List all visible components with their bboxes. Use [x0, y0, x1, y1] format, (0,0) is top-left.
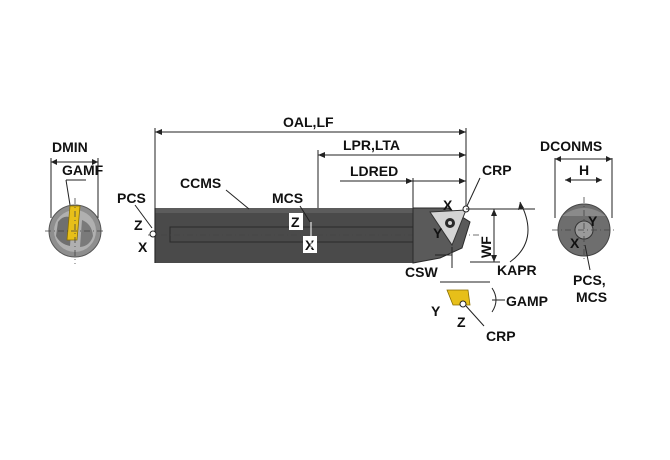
- pcs-mcs-label-line2: MCS: [576, 289, 607, 305]
- left-end-view: DMIN GAMF: [45, 139, 105, 264]
- dconms-label: DCONMS: [540, 138, 602, 154]
- pcs-mcs-leader: [584, 244, 591, 271]
- arrow-icon: [565, 177, 571, 183]
- detail-crp-marker: [459, 300, 467, 308]
- ccms-leader: [225, 189, 250, 210]
- ccms-label: CCMS: [180, 175, 221, 191]
- mcs-z-axis: Z: [291, 214, 300, 230]
- mcs-leader: [299, 205, 311, 223]
- arrow-icon: [459, 178, 466, 184]
- csw-label: CSW: [405, 264, 438, 280]
- head-y-axis: Y: [433, 225, 443, 241]
- insert-detail: GAMP Y Z CRP: [431, 281, 548, 344]
- insert-screw-center: [448, 221, 452, 225]
- mcs-x-axis: X: [305, 237, 315, 253]
- mcs-z-box: [289, 213, 303, 230]
- end-view-flute: [80, 220, 93, 247]
- tool-shank: [155, 208, 413, 263]
- end-y-axis: Y: [588, 213, 598, 229]
- pcs-z-axis: Z: [134, 217, 143, 233]
- arrow-icon: [92, 159, 98, 165]
- arrow-icon: [518, 202, 524, 210]
- head-x-axis: X: [443, 197, 453, 213]
- arrow-icon: [555, 156, 561, 162]
- oal-lf-label: OAL,LF: [283, 114, 334, 130]
- crp-bottom-label: CRP: [486, 328, 516, 344]
- arrow-icon: [491, 255, 497, 262]
- mcs-x-box: [303, 236, 317, 253]
- lpr-lta-label: LPR,LTA: [343, 137, 400, 153]
- gamf-extension: [65, 179, 71, 206]
- pcs-x-axis: X: [138, 239, 148, 255]
- main-tool: OAL,LF LPR,LTA LDRED PCS Z X CCMS: [117, 114, 537, 280]
- pcs-mcs-label-line1: PCS,: [573, 272, 606, 288]
- gamp-label: GAMP: [506, 293, 548, 309]
- dmin-label: DMIN: [52, 139, 88, 155]
- h-label: H: [579, 162, 589, 178]
- crp-bottom-leader: [465, 305, 485, 327]
- detail-y-axis: Y: [431, 303, 441, 319]
- detail-insert: [446, 289, 471, 306]
- arrow-icon: [606, 156, 612, 162]
- kapr-arc: [509, 201, 529, 263]
- arrow-icon: [155, 129, 162, 135]
- ldred-label: LDRED: [350, 163, 398, 179]
- tool-shank-highlight: [155, 208, 413, 213]
- arrow-icon: [491, 209, 497, 216]
- arrow-icon: [318, 152, 325, 158]
- detail-z-axis: Z: [457, 314, 466, 330]
- gamf-label: GAMF: [62, 162, 104, 178]
- right-end-view: DCONMS H Y X PCS, MCS: [540, 138, 616, 305]
- pcs-label: PCS: [117, 190, 146, 206]
- end-view-insert: [66, 205, 81, 241]
- arrow-icon: [596, 177, 602, 183]
- arrow-icon: [51, 159, 57, 165]
- end-x-axis: X: [570, 235, 580, 251]
- pcs-origin-marker: [149, 230, 157, 238]
- pcs-leader: [134, 204, 153, 229]
- arrow-icon: [459, 152, 466, 158]
- arrow-icon: [459, 129, 466, 135]
- mcs-label: MCS: [272, 190, 303, 206]
- crp-top-label: CRP: [482, 162, 512, 178]
- kapr-label: KAPR: [497, 262, 537, 278]
- wf-label: WF: [478, 236, 494, 258]
- arrow-icon: [406, 178, 413, 184]
- crp-top-leader: [466, 177, 481, 207]
